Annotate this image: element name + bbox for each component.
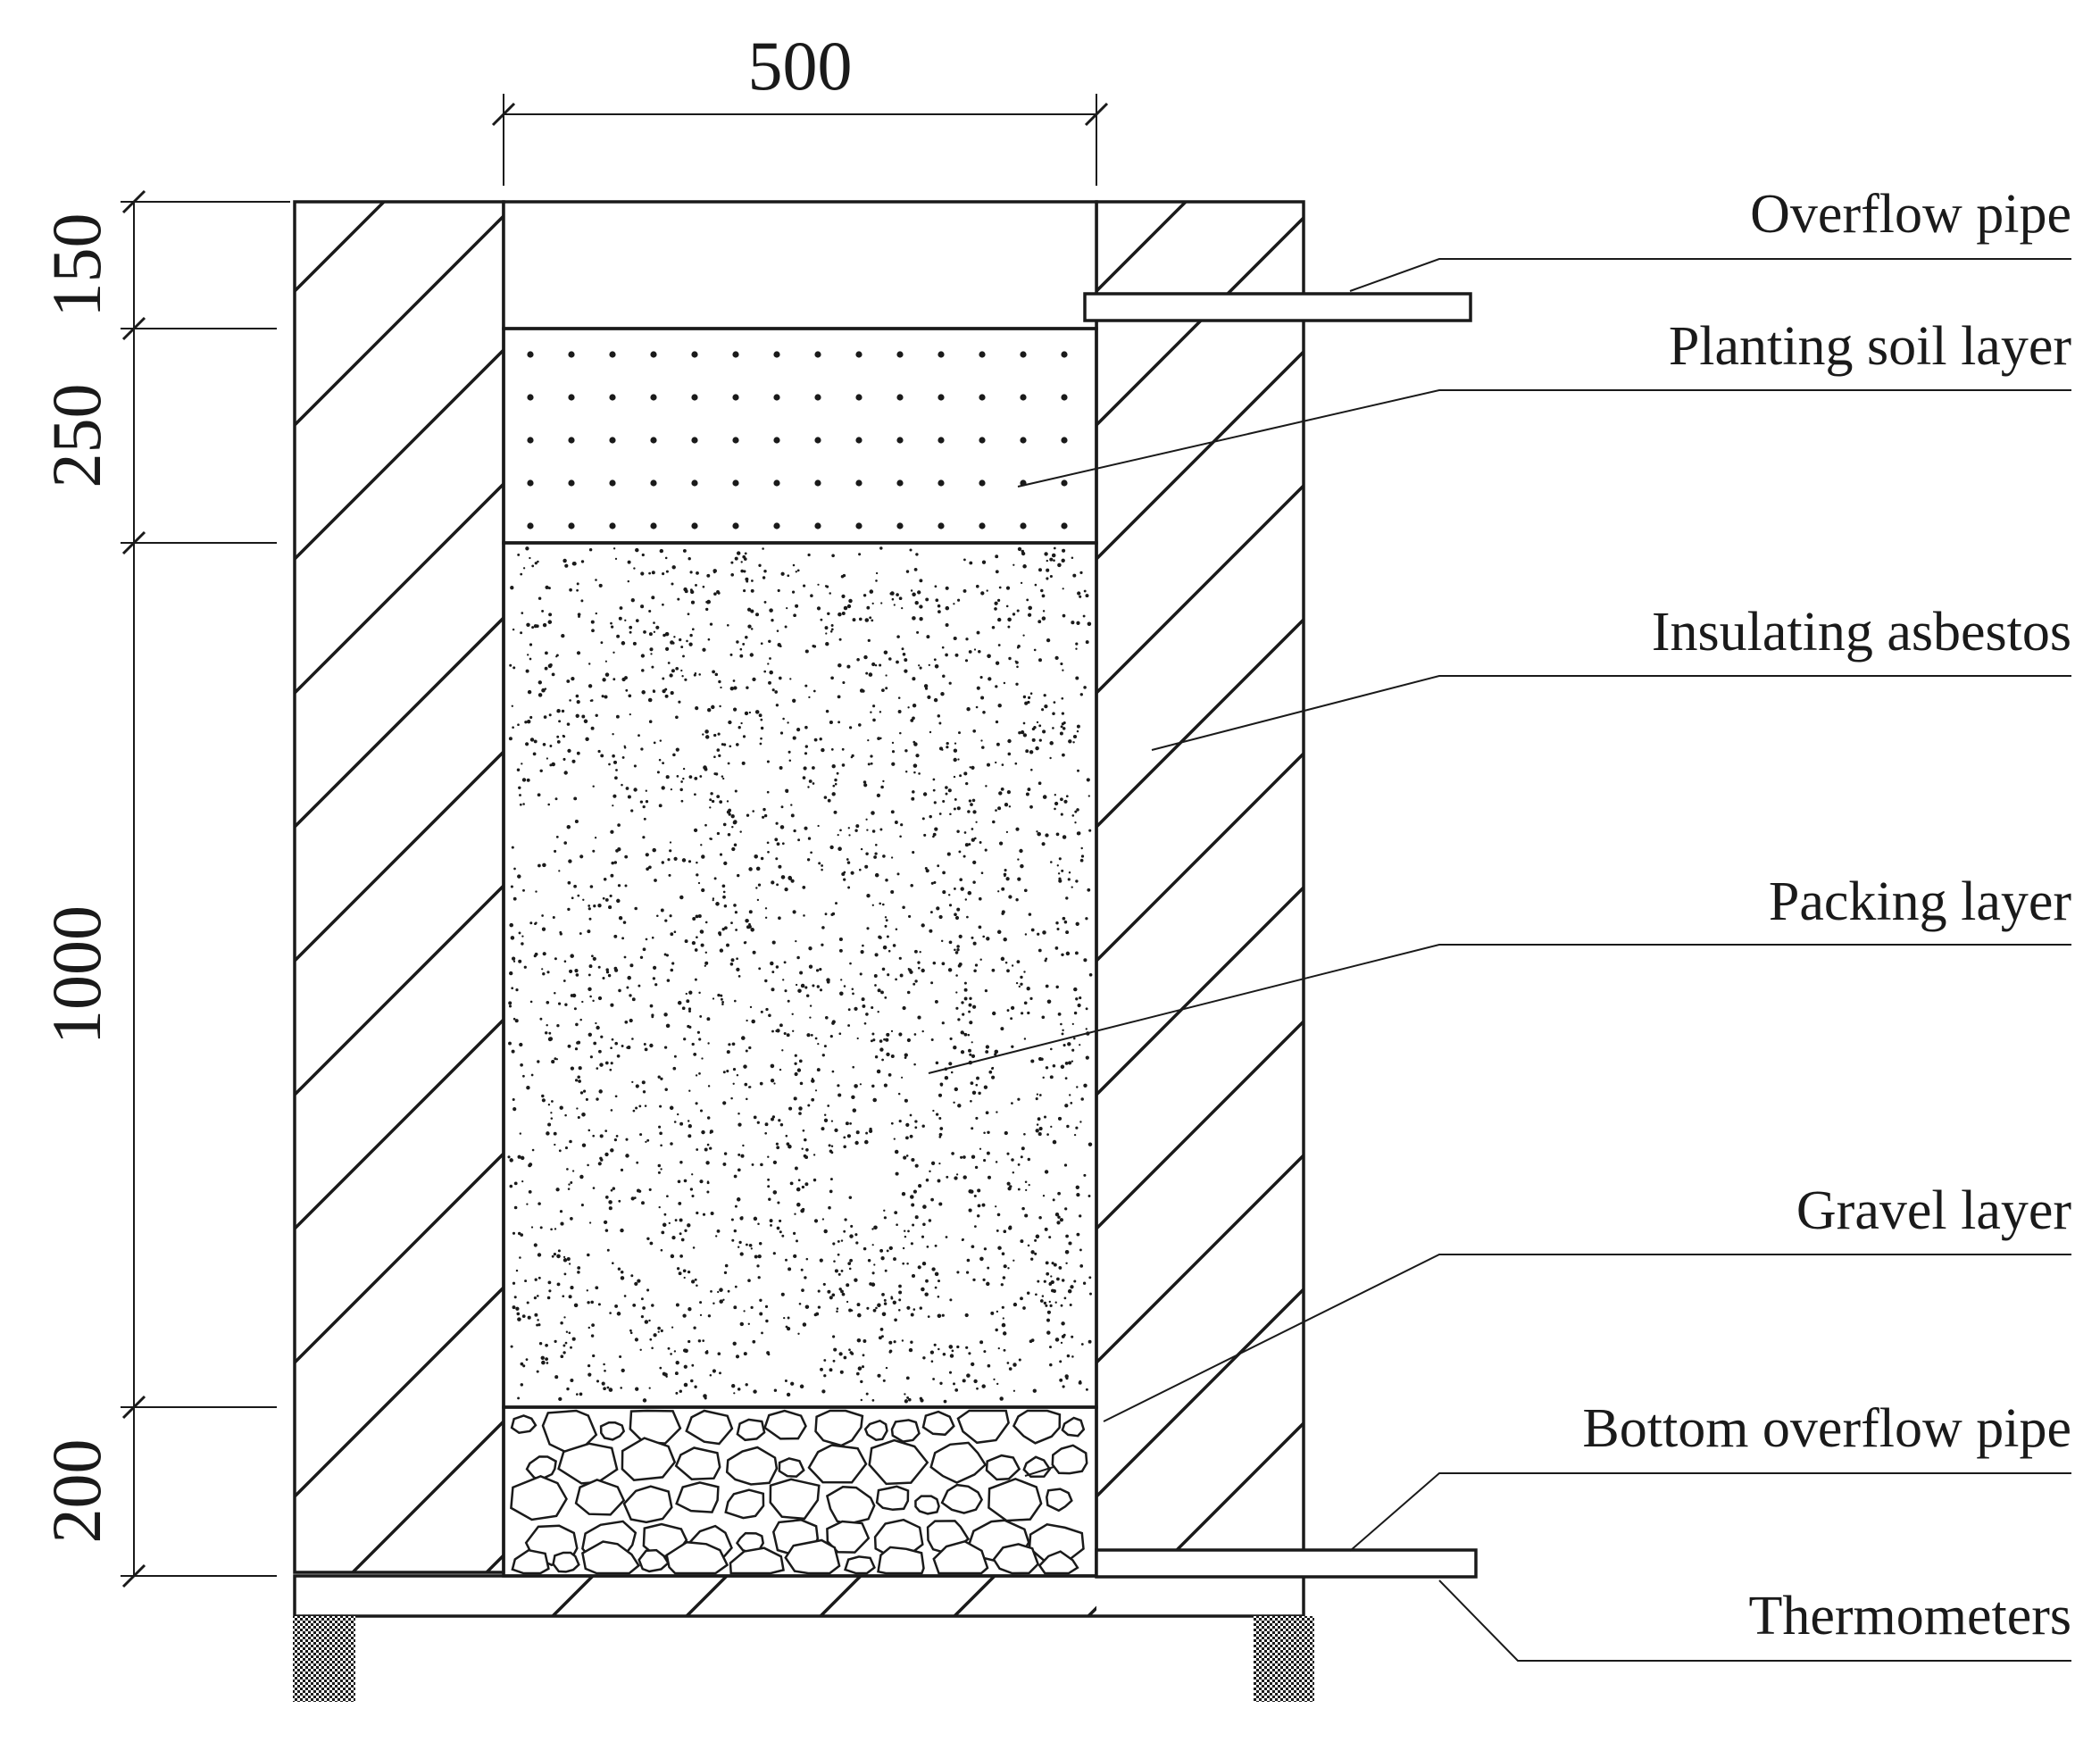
leader-bottom-pipe xyxy=(1349,1472,2071,1552)
leader-gravel-inner xyxy=(1024,1466,1054,1477)
leader-lines xyxy=(928,258,2071,1662)
label-overflow-pipe: Overflow pipe xyxy=(1750,184,2071,245)
planting-soil-layer xyxy=(502,327,1098,545)
height-dimension-chain xyxy=(121,189,290,1588)
leader-thermometers xyxy=(1438,1579,2071,1662)
label-insulating: Insulating asbestos xyxy=(1652,602,2071,663)
label-thermometers: Thermometers xyxy=(1748,1586,2071,1646)
packing-layer xyxy=(502,541,1098,1409)
leader-insulating xyxy=(1151,675,2071,751)
overflow-zone-dimension-label: 150 xyxy=(38,213,115,318)
support-foot-left xyxy=(293,1616,355,1702)
leader-overflow-pipe xyxy=(1349,258,2071,292)
label-gravel: Gravel layer xyxy=(1796,1180,2071,1241)
label-planting-soil: Planting soil layer xyxy=(1669,316,2072,377)
gravel-layer xyxy=(502,1405,1098,1578)
gravel-dimension-label: 200 xyxy=(38,1439,115,1544)
leader-planting-soil xyxy=(1017,389,2071,488)
soil-dimension-label: 250 xyxy=(38,384,115,488)
support-foot-right xyxy=(1254,1616,1314,1702)
bottom-overflow-pipe xyxy=(1095,1548,1478,1579)
width-dimension xyxy=(491,94,1109,186)
packing-dimension-label: 1000 xyxy=(38,905,115,1045)
label-bottom-pipe: Bottom overflow pipe xyxy=(1582,1398,2071,1459)
width-dimension-label: 500 xyxy=(748,27,853,104)
leader-gravel xyxy=(1103,1254,2071,1422)
overflow-pipe xyxy=(1083,292,1472,322)
label-packing: Packing layer xyxy=(1769,871,2072,932)
leader-packing xyxy=(928,944,2071,1074)
ponding-zone xyxy=(502,200,1098,330)
